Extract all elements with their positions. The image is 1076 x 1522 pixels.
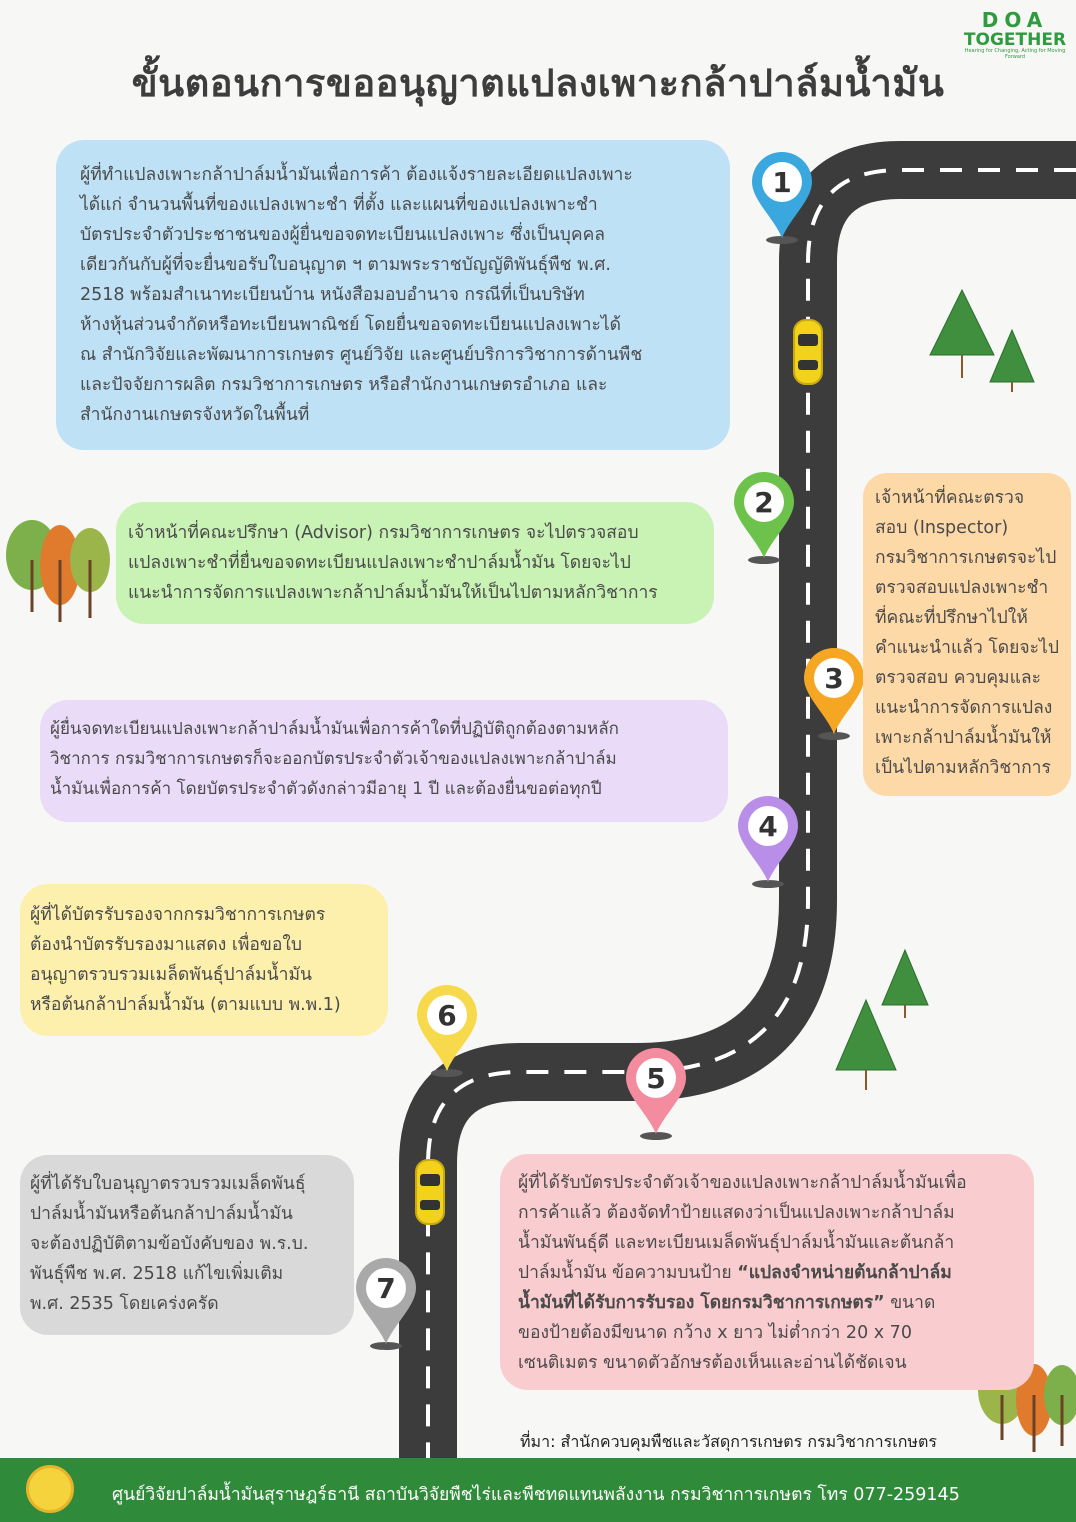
step-2-box: เจ้าหน้าที่คณะปรึกษา (Advisor) กรมวิชากา… [116, 502, 714, 624]
step-7-pin: 7 [356, 1258, 416, 1350]
source-note: ที่มา: สำนักควบคุมพืชและวัสดุการเกษตร กร… [520, 1432, 937, 1451]
step-7-number: 7 [376, 1272, 395, 1305]
logo-bottom-text: TOGETHER [963, 30, 1067, 50]
step-6-box: ผู้ที่ได้บัตรรับรองจากกรมวิชาการเกษตร ต้… [20, 884, 388, 1036]
pine-tree-icon [835, 288, 1035, 1090]
step-4-text: ผู้ยื่นจดทะเบียนแปลงเพาะกล้าปาล์มน้ำมันเ… [50, 719, 619, 799]
car-icon [793, 319, 823, 385]
step-3-box: เจ้าหน้าที่คณะตรวจ สอบ (Inspector) กรมวิ… [863, 473, 1071, 796]
step-5-text-bold: “แปลงจำหน่ายต้นกล้าปาล์ม น้ำมันที่ได้รับ… [518, 1263, 952, 1313]
step-5-text-end: ขนาด ของป้ายต้องมีขนาด กว้าง x ยาว ไม่ต่… [518, 1293, 936, 1373]
step-4-box: ผู้ยื่นจดทะเบียนแปลงเพาะกล้าปาล์มน้ำมันเ… [40, 700, 728, 822]
step-5-text: ผู้ที่ได้รับบัตรประจำตัวเจ้าของแปลงเพาะก… [518, 1168, 1016, 1378]
step-2-text: เจ้าหน้าที่คณะปรึกษา (Advisor) กรมวิชากา… [128, 523, 658, 603]
car-icon [415, 1159, 445, 1225]
step-7-text: ผู้ที่ได้รับใบอนุญาตรวบรวมเมล็ดพันธุ์ ปา… [30, 1174, 309, 1314]
step-2-pin: 2 [734, 472, 794, 564]
step-4-pin: 4 [738, 796, 798, 888]
round-tree-icon [6, 520, 110, 622]
step-6-text: ผู้ที่ได้บัตรรับรองจากกรมวิชาการเกษตร ต้… [30, 905, 341, 1015]
step-3-text: เจ้าหน้าที่คณะตรวจ สอบ (Inspector) กรมวิ… [875, 488, 1059, 778]
logo-top-text: DOA [981, 8, 1049, 32]
step-1-box: ผู้ที่ทำแปลงเพาะกล้าปาล์มน้ำมันเพื่อการค… [56, 140, 730, 450]
doa-seal-icon [26, 1465, 74, 1513]
step-5-pin: 5 [626, 1048, 686, 1140]
step-2-number: 2 [754, 486, 773, 519]
footer-text: ศูนย์วิจัยปาล์มน้ำมันสุราษฎร์ธานี สถาบัน… [112, 1485, 960, 1505]
footer-bar [0, 1458, 1076, 1522]
step-5-text-start: ผู้ที่ได้รับบัตรประจำตัวเจ้าของแปลงเพาะก… [518, 1173, 967, 1283]
logo-tagline: Hearing for Changing, Acting for Moving … [964, 48, 1066, 60]
step-7-box: ผู้ที่ได้รับใบอนุญาตรวบรวมเมล็ดพันธุ์ ปา… [20, 1155, 354, 1335]
doa-together-logo: DOA TOGETHER Hearing for Changing, Actin… [960, 8, 1070, 60]
step-3-pin: 3 [804, 648, 864, 740]
step-1-text: ผู้ที่ทำแปลงเพาะกล้าปาล์มน้ำมันเพื่อการค… [80, 165, 643, 425]
step-1-number: 1 [772, 166, 791, 199]
page-title: ขั้นตอนการขออนุญาตแปลงเพาะกล้าปาล์มน้ำมั… [131, 61, 945, 105]
step-6-pin: 6 [417, 985, 477, 1077]
step-3-number: 3 [824, 662, 843, 695]
step-5-number: 5 [646, 1062, 665, 1095]
step-4-number: 4 [758, 810, 777, 843]
step-1-pin: 1 [752, 152, 812, 244]
step-5-box: ผู้ที่ได้รับบัตรประจำตัวเจ้าของแปลงเพาะก… [500, 1154, 1034, 1390]
step-6-number: 6 [437, 999, 456, 1032]
